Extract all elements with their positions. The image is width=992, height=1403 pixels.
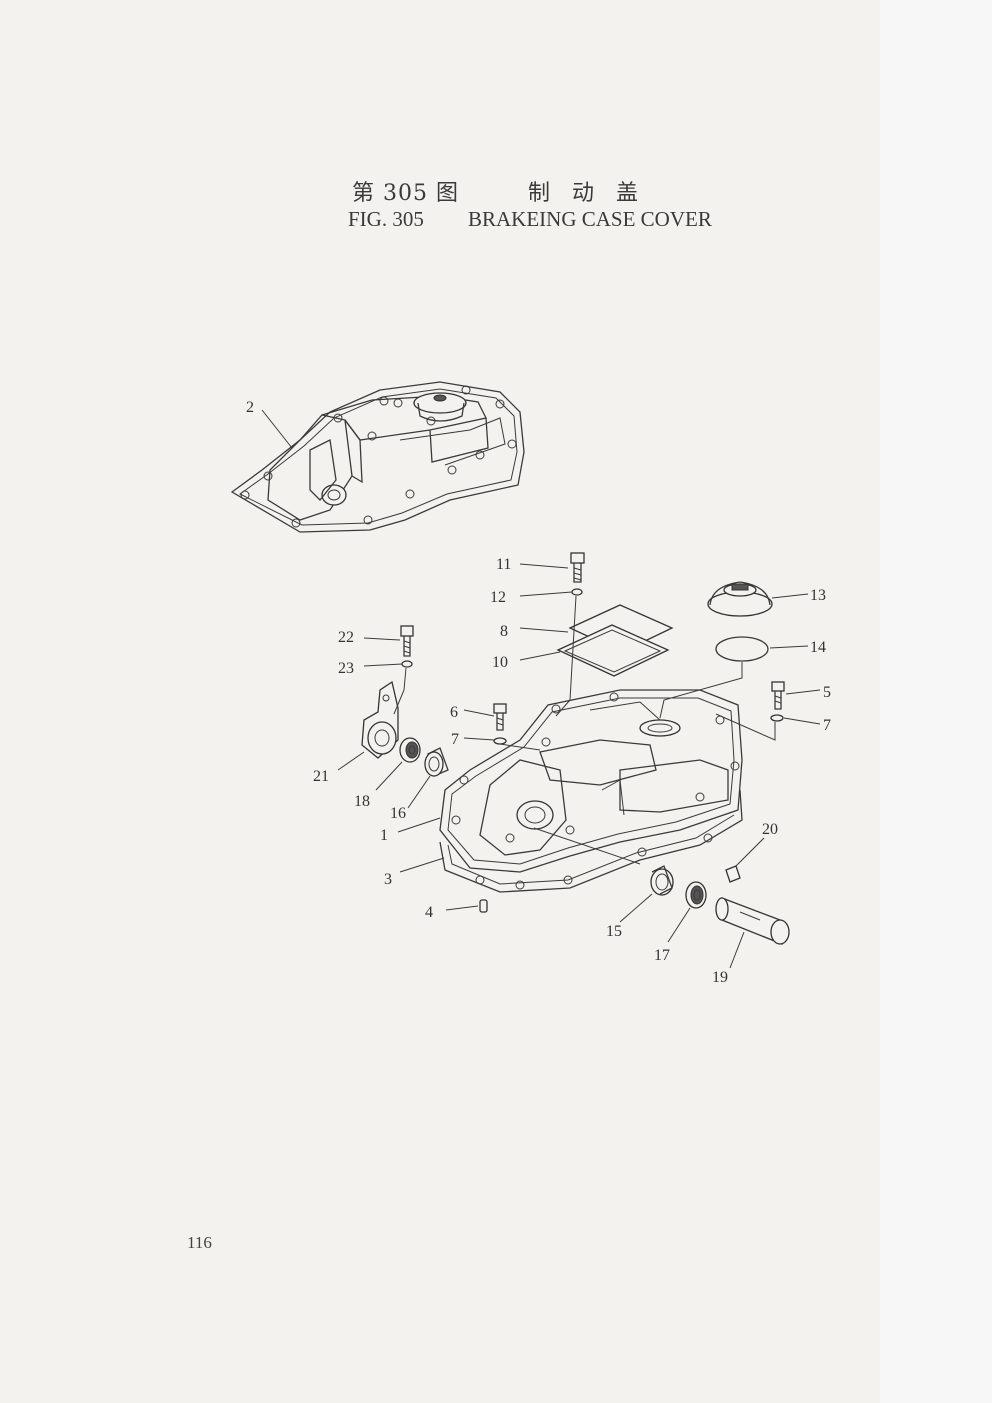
part-name-cn: 制动盖 (528, 181, 661, 206)
callout-6: 6 (450, 704, 458, 721)
callout-20: 20 (762, 821, 778, 838)
bolt-drawing-22 (400, 625, 414, 668)
callout-10: 10 (492, 654, 508, 671)
figure-number-cn: 第 305 图 (352, 181, 459, 206)
callout-4: 4 (425, 904, 433, 921)
shaft-drawing (479, 865, 790, 945)
callout-11: 11 (496, 556, 511, 573)
bolt-drawing-5 (770, 681, 785, 722)
bolt-drawing-6 (493, 703, 507, 745)
figure-title-cn: 第 305 图 制动盖 (352, 175, 638, 207)
callout-13: 13 (810, 587, 826, 604)
page (0, 0, 880, 1403)
callout-22: 22 (338, 629, 354, 646)
callout-12: 12 (490, 589, 506, 606)
callout-15: 15 (606, 923, 622, 940)
callout-17: 17 (654, 947, 670, 964)
assembled-cover-drawing (230, 381, 525, 533)
page-number: 116 (187, 1233, 212, 1252)
page-edge (880, 0, 992, 1403)
bearing-drawing (399, 737, 449, 777)
bolt-drawing (570, 552, 585, 596)
callout-5: 5 (823, 684, 831, 701)
leader-lines (261, 409, 821, 969)
exploded-cover-drawing (439, 689, 743, 893)
part-name-en: BRAKEING CASE COVER (468, 207, 712, 231)
filler-cap-drawing (707, 581, 773, 662)
callout-19: 19 (712, 969, 728, 986)
callout-3: 3 (384, 871, 392, 888)
inspection-plate-drawing (556, 604, 674, 677)
callout-23: 23 (338, 660, 354, 677)
callout-16: 16 (390, 805, 406, 822)
lever-drawing (361, 680, 399, 759)
callout-1: 1 (380, 827, 388, 844)
callout-labels: 2 11 12 13 8 14 22 10 23 5 6 7 7 21 18 1… (246, 399, 831, 986)
figure-title-en: FIG. 305 BRAKEING CASE COVER (348, 207, 712, 232)
callout-7-left: 7 (451, 731, 459, 748)
callout-21: 21 (313, 768, 329, 785)
callout-18: 18 (354, 793, 370, 810)
callout-8: 8 (500, 623, 508, 640)
callout-2: 2 (246, 399, 254, 416)
figure-number-en: FIG. 305 (348, 207, 424, 231)
callout-14: 14 (810, 639, 826, 656)
callout-7-right: 7 (823, 717, 831, 734)
